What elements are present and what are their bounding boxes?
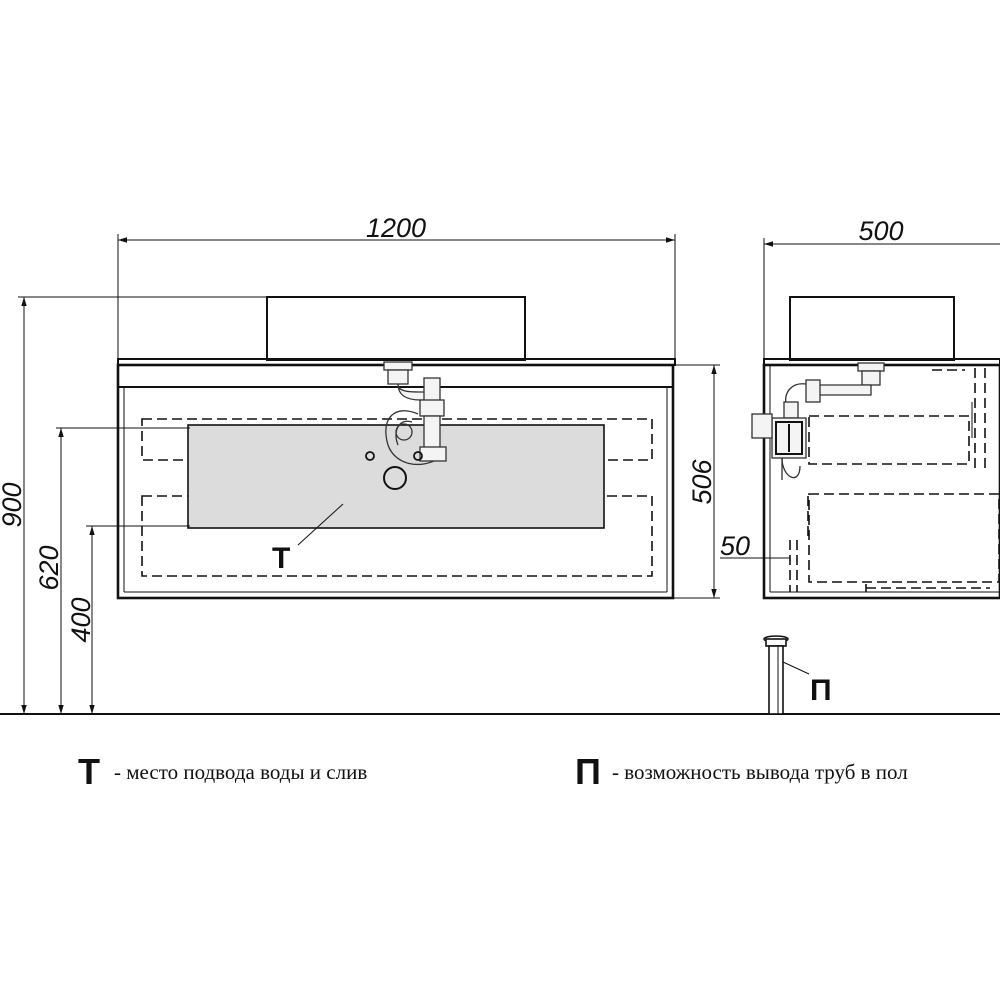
legend-floor-letter: П [575, 751, 601, 792]
legend-floor-text: - возможность вывода труб в пол [612, 760, 908, 784]
water-hole-right [413, 451, 423, 461]
cabinet-height-label: 506 [687, 458, 717, 504]
front-dimensions: 1200 900 620 400 506 [0, 213, 720, 714]
front-view: Т [116, 296, 676, 600]
legend-water-text: - место подвода воды и слив [114, 760, 367, 784]
water-supply-zone [187, 424, 605, 529]
side-offset-label: 50 [720, 531, 750, 561]
front-vessel-sink [266, 296, 526, 361]
side-siphon [751, 362, 885, 480]
floor-marker: П [810, 674, 832, 707]
side-dimensions: 500 [763, 216, 1000, 360]
front-siphon [383, 361, 447, 466]
side-upper-drawer [808, 415, 970, 465]
side-view: 50 [720, 296, 1000, 600]
water-hole-left [365, 451, 375, 461]
total-height-label: 900 [0, 482, 27, 527]
legend: Т - место подвода воды и слив П - возмож… [78, 751, 908, 792]
water-marker-leader [297, 503, 344, 546]
width-front-label: 1200 [366, 213, 426, 243]
side-lower-drawer [808, 493, 1000, 583]
legend-water-letter: Т [78, 751, 100, 792]
drain-height-label: 400 [66, 597, 96, 642]
front-upper-drawer [141, 418, 653, 461]
side-vessel-sink [789, 296, 955, 361]
side-cabinet-body [762, 363, 1000, 600]
floor-marker-leader [782, 661, 810, 675]
drain-hole [383, 466, 407, 490]
water-height-label: 620 [34, 545, 64, 590]
water-marker: Т [272, 542, 290, 575]
floor-pipe: П [763, 635, 832, 715]
width-side-label: 500 [858, 216, 903, 246]
